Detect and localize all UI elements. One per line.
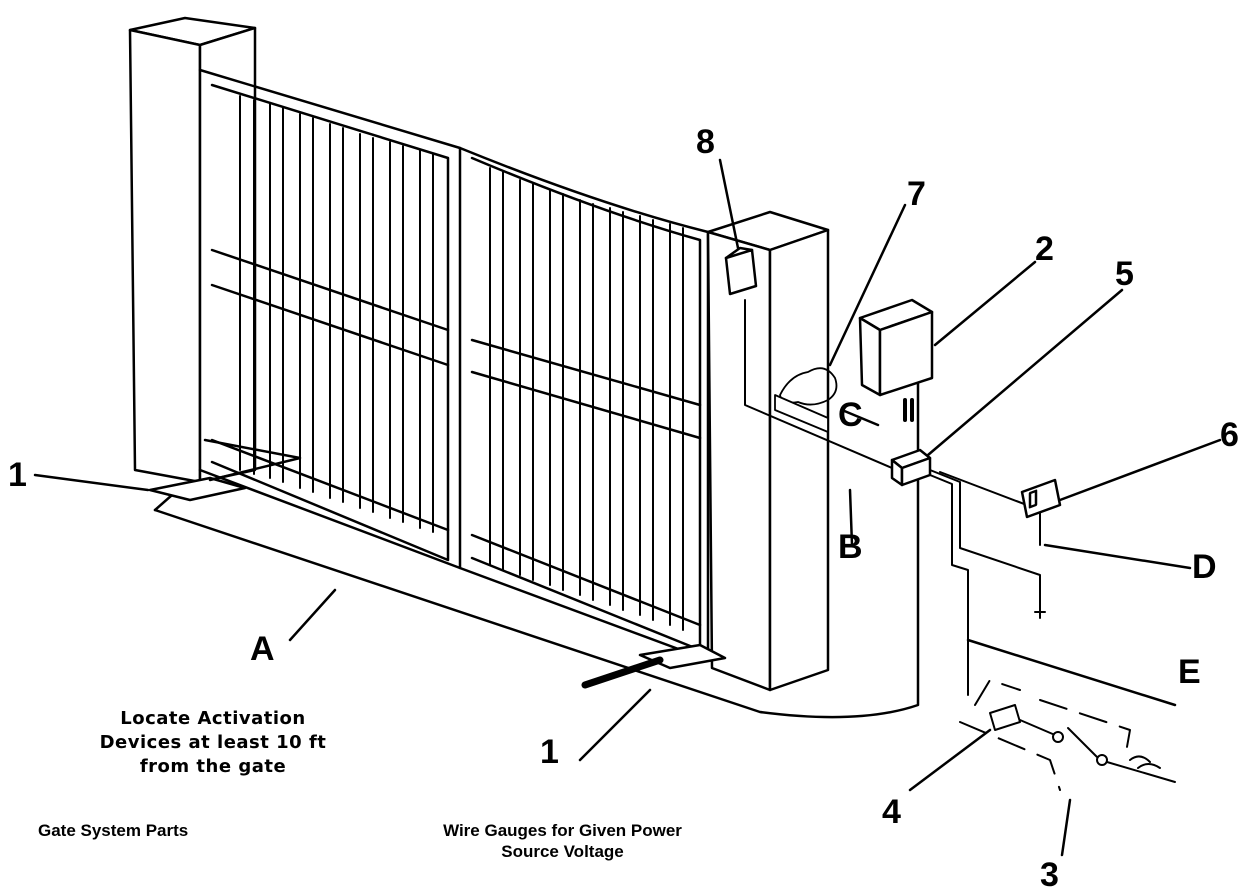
callout-A: A (250, 630, 275, 668)
safety-edge-left (148, 438, 302, 502)
safety-edge-bottom (581, 643, 727, 689)
right-pillar (706, 210, 830, 692)
callout-2: 2 (1035, 230, 1054, 268)
note-line-3: from the gate (139, 756, 287, 777)
warning-light (724, 246, 758, 296)
gate-bars (239, 95, 684, 631)
callout-E: E (1178, 653, 1201, 691)
keypad (1020, 478, 1062, 519)
disconnect-switch (959, 679, 1176, 791)
callout-C: C (838, 396, 863, 434)
callout-3: 3 (1040, 856, 1059, 894)
shrub (774, 367, 838, 433)
control-box (858, 298, 934, 422)
note-line-2: Devices at least 10 ft (99, 732, 327, 753)
caption-wire-gauges: Wire Gauges for Given Power Source Volta… (385, 820, 740, 862)
callout-7: 7 (907, 175, 926, 213)
callout-B: B (838, 528, 863, 566)
callout-8: 8 (696, 123, 715, 161)
callout-5: 5 (1115, 255, 1134, 293)
note-line-1: Locate Activation (120, 708, 306, 729)
caption-gate-system-parts: Gate System Parts (38, 821, 189, 840)
callout-6: 6 (1220, 416, 1239, 454)
caption-wire-line-2: Source Voltage (501, 842, 624, 861)
callout-D: D (1192, 548, 1217, 586)
leader-lines (33, 158, 1222, 857)
callout-4: 4 (882, 793, 901, 831)
callout-1-bottom: 1 (540, 733, 559, 771)
junction-box (890, 448, 932, 487)
callout-1-left: 1 (8, 456, 27, 494)
activation-note: Locate Activation Devices at least 10 ft… (78, 707, 348, 779)
gate-frame (198, 68, 710, 662)
left-pillar (128, 16, 257, 484)
caption-wire-line-1: Wire Gauges for Given Power (443, 821, 682, 840)
